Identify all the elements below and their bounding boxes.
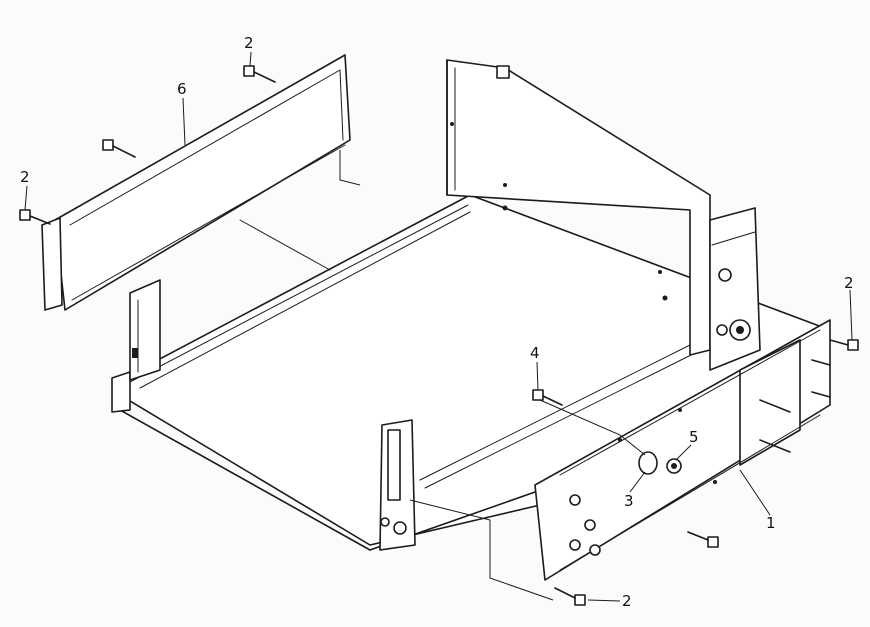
front-left-hinge-post (379, 419, 416, 551)
screw-6-mid (102, 139, 136, 158)
screw-2-right (829, 339, 859, 351)
callout-2-bottom: 2 (622, 592, 632, 610)
screw-2-bottom (554, 587, 586, 606)
side-panel-6 (41, 54, 351, 311)
screw-front-lower (687, 531, 719, 548)
callout-3: 3 (624, 492, 634, 510)
callout-2-top: 2 (244, 34, 254, 52)
callout-4: 4 (530, 344, 540, 362)
leader-lines (24, 51, 853, 602)
callout-5: 5 (689, 428, 699, 446)
callout-2-right: 2 (844, 274, 854, 292)
screw-2-top (243, 65, 276, 83)
rear-panel (446, 59, 711, 356)
callout-labels: 2 6 2 2 4 5 3 1 2 (20, 34, 854, 610)
small-parts (638, 451, 682, 475)
screws (19, 65, 859, 606)
right-hinge-block (709, 207, 761, 371)
callout-6: 6 (177, 80, 187, 98)
callout-2-left: 2 (20, 168, 30, 186)
callout-1: 1 (766, 514, 776, 532)
front-panel-assembly (534, 319, 831, 581)
left-rail (111, 279, 161, 413)
screw-2-left (19, 209, 51, 225)
